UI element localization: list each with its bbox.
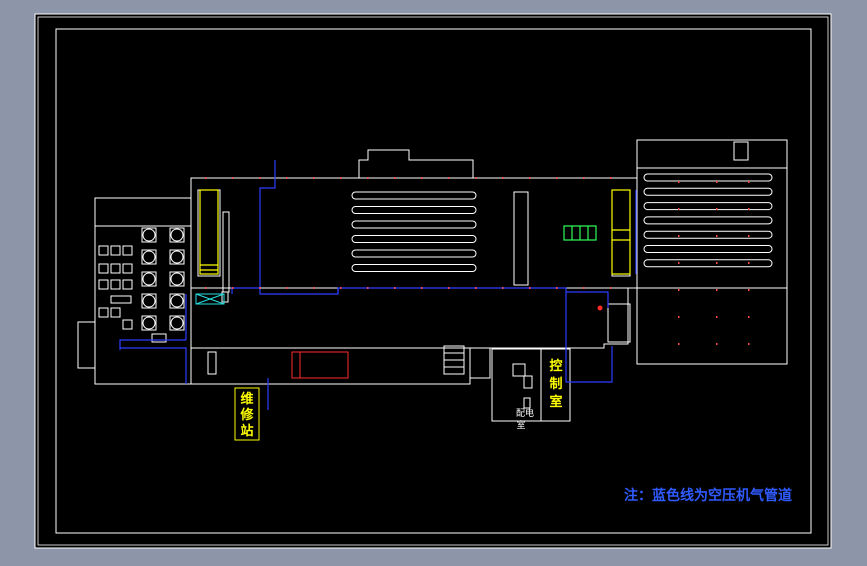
column-mark-26 xyxy=(529,287,531,289)
column-mark-9 xyxy=(313,177,315,179)
column-mark-40 xyxy=(716,235,718,237)
column-mark-8 xyxy=(286,287,288,289)
column-mark-53 xyxy=(748,343,750,345)
column-mark-15 xyxy=(394,177,396,179)
left-building xyxy=(77,197,192,385)
column-marks xyxy=(205,177,750,345)
column-mark-29 xyxy=(583,177,585,179)
control-room-char-2: 制 xyxy=(549,376,562,392)
column-mark-1 xyxy=(205,177,207,179)
column-mark-38 xyxy=(748,208,750,210)
right-line-5 xyxy=(643,230,773,239)
column-mark-28 xyxy=(556,287,558,289)
column-mark-19 xyxy=(448,177,450,179)
control-room-char-1: 控 xyxy=(549,358,562,374)
column-mark-6 xyxy=(259,287,261,289)
office-grid xyxy=(98,245,133,330)
right-line-1 xyxy=(643,173,773,182)
green-fixture xyxy=(563,225,597,241)
column-mark-21 xyxy=(475,177,477,179)
column-mark-52 xyxy=(716,343,718,345)
control-room-char-3: 室 xyxy=(549,394,562,410)
right-line-3 xyxy=(643,202,773,211)
repair-station-char-1: 维 xyxy=(240,391,253,407)
right-production-lines xyxy=(643,173,773,268)
repair-station-char-2: 修 xyxy=(239,407,254,423)
column-mark-11 xyxy=(340,177,342,179)
column-mark-5 xyxy=(259,177,261,179)
right-line-7 xyxy=(643,259,773,268)
power-room-label-2: 室 xyxy=(516,419,525,431)
column-mark-20 xyxy=(448,287,450,289)
cyan-fixture xyxy=(195,293,225,305)
column-mark-31 xyxy=(610,177,612,179)
column-mark-47 xyxy=(748,289,750,291)
right-line-6 xyxy=(643,245,773,253)
outer-frame xyxy=(37,16,829,546)
column-mark-4 xyxy=(232,287,234,289)
production-line-4 xyxy=(351,235,477,243)
column-mark-49 xyxy=(716,316,718,318)
column-mark-17 xyxy=(421,177,423,179)
production-line-1 xyxy=(351,191,477,200)
column-mark-30 xyxy=(583,287,585,289)
air-pipes xyxy=(119,160,637,410)
column-mark-25 xyxy=(529,177,531,179)
column-mark-48 xyxy=(678,316,680,318)
production-line-3 xyxy=(351,220,477,229)
column-mark-7 xyxy=(286,177,288,179)
column-mark-39 xyxy=(678,235,680,237)
drawing-sheet xyxy=(34,13,832,549)
column-mark-16 xyxy=(394,287,396,289)
main-production-lines xyxy=(351,191,477,272)
column-mark-41 xyxy=(748,235,750,237)
column-mark-46 xyxy=(716,289,718,291)
column-mark-36 xyxy=(678,208,680,210)
column-mark-34 xyxy=(716,181,718,183)
column-mark-33 xyxy=(678,181,680,183)
right-line-2 xyxy=(643,187,773,196)
column-mark-42 xyxy=(678,262,680,264)
inner-frame xyxy=(55,28,812,534)
column-mark-51 xyxy=(678,343,680,345)
column-mark-14 xyxy=(367,287,369,289)
column-mark-18 xyxy=(421,287,423,289)
legend-note: 注：蓝色线为空压机气管道 xyxy=(624,487,792,504)
right-line-4 xyxy=(643,216,773,225)
column-mark-2 xyxy=(205,287,207,289)
column-mark-37 xyxy=(716,208,718,210)
column-mark-50 xyxy=(748,316,750,318)
column-mark-24 xyxy=(502,287,504,289)
column-mark-12 xyxy=(340,287,342,289)
column-mark-23 xyxy=(502,177,504,179)
column-mark-44 xyxy=(748,262,750,264)
column-mark-45 xyxy=(678,289,680,291)
column-mark-3 xyxy=(232,177,234,179)
yellow-racks xyxy=(199,189,631,275)
column-mark-43 xyxy=(716,262,718,264)
column-mark-27 xyxy=(556,177,558,179)
power-room-label: 配电 xyxy=(516,407,534,419)
right-building xyxy=(607,139,788,365)
column-mark-10 xyxy=(313,287,315,289)
column-mark-35 xyxy=(748,181,750,183)
compressor-tanks xyxy=(141,227,185,331)
column-mark-13 xyxy=(367,177,369,179)
red-equipment xyxy=(291,305,603,379)
column-mark-32 xyxy=(610,287,612,289)
lower-rooms xyxy=(207,345,571,422)
production-line-2 xyxy=(351,206,477,214)
repair-station-box xyxy=(234,387,260,441)
production-line-5 xyxy=(351,249,477,258)
production-line-6 xyxy=(351,264,477,272)
repair-station-char-3: 站 xyxy=(240,423,253,439)
column-mark-22 xyxy=(475,287,477,289)
